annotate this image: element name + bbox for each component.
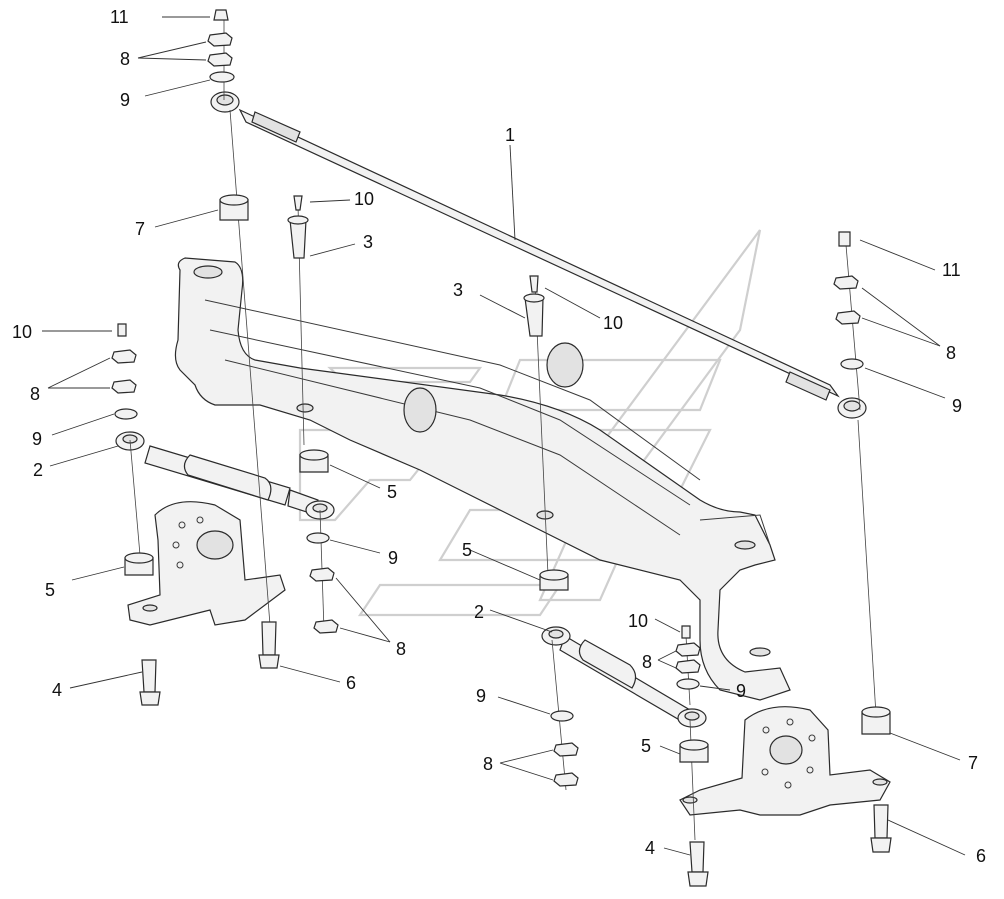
callout-10: 10: [603, 313, 623, 333]
callout-6: 6: [346, 673, 356, 693]
callout-9: 9: [120, 90, 130, 110]
callout-9: 9: [32, 429, 42, 449]
hardware-parts: [111, 9, 892, 887]
callout-labels: 11 8 9 1 10 7 3 11 3 10 10 8 8 9 9 2 5 9…: [12, 7, 986, 866]
callout-5: 5: [462, 540, 472, 560]
callout-5: 5: [387, 482, 397, 502]
callout-7: 7: [968, 753, 978, 773]
callout-8: 8: [30, 384, 40, 404]
callout-4: 4: [645, 838, 655, 858]
callout-11: 11: [942, 260, 961, 280]
right-steering-cylinder: [541, 626, 707, 728]
callout-5: 5: [641, 736, 651, 756]
callout-9: 9: [476, 686, 486, 706]
callout-9: 9: [952, 396, 962, 416]
callout-6: 6: [976, 846, 986, 866]
tie-rod: [210, 91, 867, 419]
axle-beam: [174, 257, 791, 701]
callout-5: 5: [45, 580, 55, 600]
callout-4: 4: [52, 680, 62, 700]
callout-3: 3: [453, 280, 463, 300]
callout-9: 9: [388, 548, 398, 568]
callout-10: 10: [354, 189, 374, 209]
leader-lines: [42, 16, 966, 856]
right-steering-knuckle: [679, 706, 891, 816]
callout-2: 2: [33, 460, 43, 480]
callout-8: 8: [120, 49, 130, 69]
callout-2: 2: [474, 602, 484, 622]
callout-11: 11: [110, 7, 129, 27]
callout-8: 8: [946, 343, 956, 363]
callout-3: 3: [363, 232, 373, 252]
callout-8: 8: [483, 754, 493, 774]
left-steering-cylinder: [115, 431, 335, 520]
callout-1: 1: [505, 125, 515, 145]
callout-8: 8: [396, 639, 406, 659]
left-steering-knuckle: [127, 501, 286, 626]
callout-10: 10: [12, 322, 32, 342]
callout-9: 9: [736, 681, 746, 701]
callout-7: 7: [135, 219, 145, 239]
callout-8: 8: [642, 652, 652, 672]
callout-10: 10: [628, 611, 648, 631]
